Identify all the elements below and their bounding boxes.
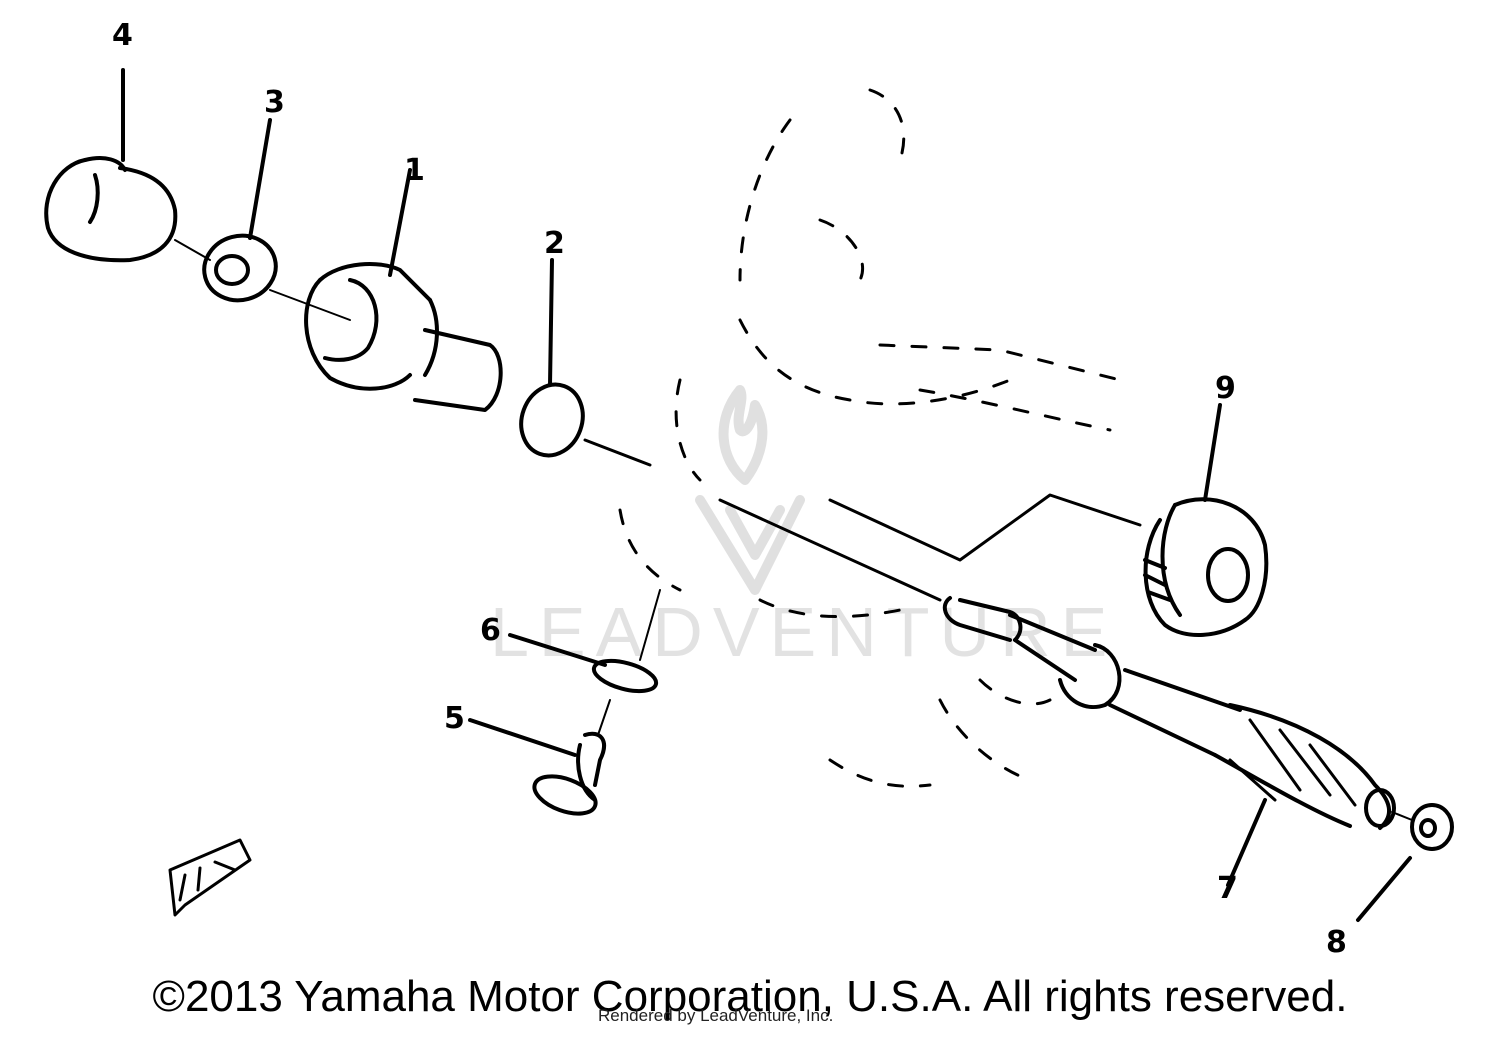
callout-label-4: 4 — [112, 18, 133, 53]
watermark-logo-icon — [695, 385, 805, 595]
render-credit: Rendered by LeadVenture, Inc. — [598, 1006, 834, 1025]
part-4-cap — [44, 68, 178, 263]
part-5-bolt — [468, 699, 611, 816]
callout-label-1: 1 — [404, 153, 425, 188]
engine-casing-outline — [618, 88, 1122, 788]
callout-label-3: 3 — [264, 85, 285, 120]
copyright-notice: ©2013 Yamaha Motor Corporation, U.S.A. A… — [152, 972, 1348, 1021]
callout-label-6: 6 — [480, 613, 501, 648]
callout-label-8: 8 — [1326, 925, 1347, 960]
callout-label-5: 5 — [444, 701, 465, 736]
part-1-housing — [269, 168, 503, 412]
part-7-drive-gear-shaft — [718, 498, 1396, 887]
part-6-washer — [508, 589, 661, 694]
part-2-o-ring — [519, 258, 652, 467]
callout-label-9: 9 — [1215, 371, 1236, 406]
front-direction-arrow-icon — [168, 838, 252, 917]
part-9-plug — [828, 403, 1269, 637]
part-3-bushing — [174, 118, 278, 303]
callout-label-7: 7 — [1217, 871, 1238, 906]
callout-label-2: 2 — [544, 226, 565, 261]
part-8-washer — [1356, 803, 1454, 922]
watermark-text: LEADVENTURE — [490, 593, 1118, 671]
